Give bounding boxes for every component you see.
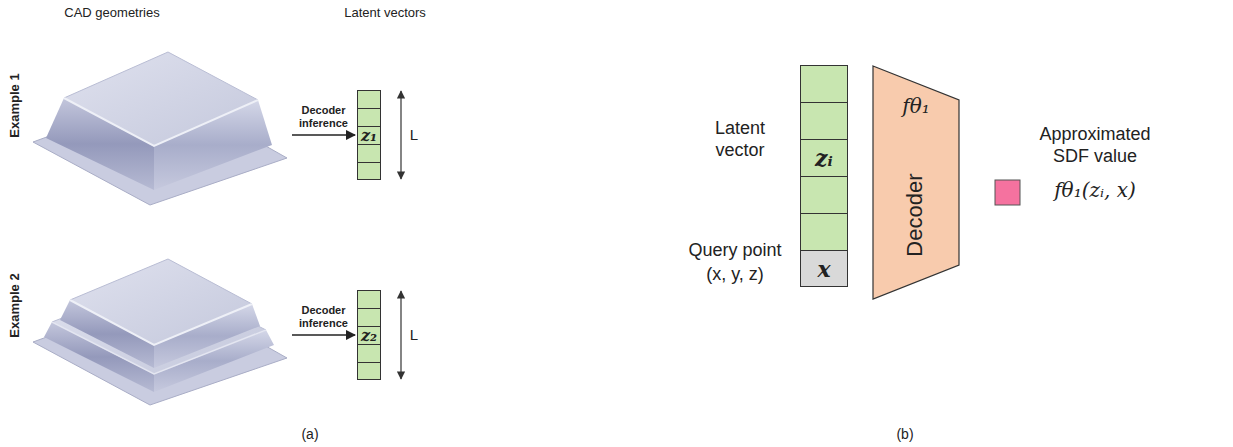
decoder-shape [873, 66, 959, 299]
text-label: L [404, 126, 424, 144]
edge-label: Decoder inference [293, 304, 355, 330]
vector-cell [357, 344, 381, 363]
text-label: Approximated SDF value [1025, 124, 1165, 167]
vector-cell [357, 144, 381, 163]
edge-label: Decoder inference [293, 104, 355, 130]
vector-cell: x [800, 250, 848, 287]
vector-cell [357, 90, 381, 109]
text-label: (x, y, z) [675, 264, 795, 286]
latent-vector: z₁ [357, 90, 381, 180]
example-label: Example 1 [7, 73, 22, 137]
cad-geometry-box: Example 2 [30, 228, 292, 410]
dimension-arrow [400, 91, 401, 179]
cad-geometry [33, 52, 287, 205]
decoder-block: fθ₁ Decoder [872, 65, 960, 300]
vector-cell: zᵢ [800, 139, 848, 177]
vector-cell [800, 102, 848, 140]
latent-vector: zᵢ x [800, 65, 848, 287]
vector-cell [800, 176, 848, 214]
text-label: Latent vectors [310, 5, 460, 21]
vector-cell [800, 213, 848, 251]
vector-symbol: zᵢ [815, 147, 833, 169]
vector-cell: z₂ [357, 326, 381, 345]
formula-label: fθ₁(zᵢ, x) [1025, 178, 1165, 202]
latent-vector: z₂ [357, 290, 381, 380]
text-label: (a) [290, 426, 330, 443]
text-label: (b) [885, 426, 925, 443]
cad-geometry [33, 259, 287, 405]
vector-symbol: x [817, 258, 830, 280]
text-label: CAD geometries [37, 5, 187, 21]
text-label: Latent vector [695, 118, 785, 161]
vector-symbol: z₂ [361, 328, 377, 344]
vector-cell [357, 290, 381, 309]
dimension-arrow [400, 291, 401, 379]
decoder-function: fθ₁ [902, 95, 929, 117]
vector-cell [800, 65, 848, 103]
vector-symbol: z₁ [361, 128, 377, 144]
vector-cell: z₁ [357, 126, 381, 145]
cad-geometry-box: Example 1 [30, 30, 292, 210]
connector-arrow [292, 134, 355, 136]
vector-cell [357, 362, 381, 380]
connector-arrow [292, 334, 355, 336]
example-label: Example 2 [7, 273, 22, 337]
text-label: Query point [675, 240, 795, 262]
decoder-label: Decoder [904, 173, 928, 256]
vector-cell [357, 162, 381, 180]
text-label: L [404, 326, 424, 344]
vector-cell [357, 308, 381, 327]
sdf-output-square [995, 180, 1020, 205]
vector-cell [357, 108, 381, 127]
